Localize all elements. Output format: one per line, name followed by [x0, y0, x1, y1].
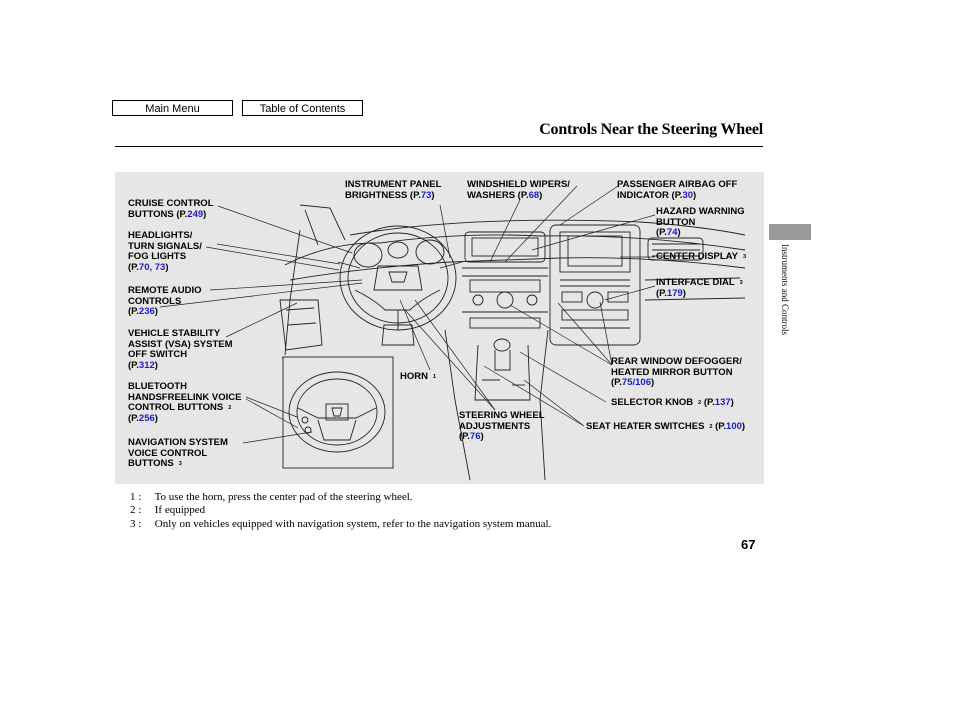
- label-cruise-control: CRUISE CONTROL BUTTONS (P.249): [128, 198, 214, 220]
- page-number: 67: [741, 537, 756, 552]
- page-link[interactable]: 73: [420, 189, 432, 201]
- footnote-1: 1 : To use the horn, press the center pa…: [130, 491, 413, 503]
- label-remote-audio: REMOTE AUDIO CONTROLS (P.236): [128, 285, 202, 317]
- page-link[interactable]: 100: [726, 421, 742, 432]
- label-defogger: REAR WINDOW DEFOGGER/ HEATED MIRROR BUTT…: [611, 356, 742, 388]
- table-of-contents-button[interactable]: Table of Contents: [242, 100, 363, 116]
- label-bluetooth: BLUETOOTH HANDSFREELINK VOICE CONTROL BU…: [128, 381, 242, 424]
- inset-box: [282, 356, 394, 469]
- label-headlights: HEADLIGHTS/ TURN SIGNALS/ FOG LIGHTS (P.…: [128, 230, 202, 273]
- footnote-2: 2 : If equipped: [130, 504, 206, 516]
- footnote-3: 3 : Only on vehicles equipped with navig…: [130, 518, 552, 530]
- page-link[interactable]: 74: [666, 227, 678, 238]
- label-instrument-brightness: INSTRUMENT PANEL BRIGHTNESS (P.73): [345, 179, 442, 201]
- main-menu-button[interactable]: Main Menu: [112, 100, 233, 116]
- page-link[interactable]: 256: [138, 412, 155, 424]
- page-link[interactable]: 249: [187, 208, 204, 220]
- page-link[interactable]: 76: [469, 431, 481, 442]
- label-wipers: WINDSHIELD WIPERS/ WASHERS (P.68): [467, 179, 570, 201]
- title-rule: [115, 146, 763, 147]
- section-side-label: Instruments and Controls: [780, 244, 790, 335]
- page-link[interactable]: 30: [682, 189, 694, 201]
- label-vsa: VEHICLE STABILITY ASSIST (VSA) SYSTEM OF…: [128, 328, 233, 371]
- page-link[interactable]: 70, 73: [138, 261, 166, 273]
- label-airbag-indicator: PASSENGER AIRBAG OFF INDICATOR (P.30): [617, 179, 738, 201]
- page-title: Controls Near the Steering Wheel: [539, 121, 763, 138]
- page-link[interactable]: 236: [138, 306, 155, 317]
- page-link[interactable]: 312: [138, 359, 155, 371]
- page-link[interactable]: 75/106: [621, 377, 651, 388]
- page-link[interactable]: 137: [714, 397, 731, 408]
- page-link[interactable]: 179: [666, 287, 683, 299]
- section-tab: [769, 224, 811, 240]
- label-hazard: HAZARD WARNING BUTTON (P.74): [656, 206, 745, 238]
- page-link[interactable]: 68: [528, 189, 540, 201]
- label-steering-adjust: STEERING WHEEL ADJUSTMENTS (P.76): [459, 410, 545, 442]
